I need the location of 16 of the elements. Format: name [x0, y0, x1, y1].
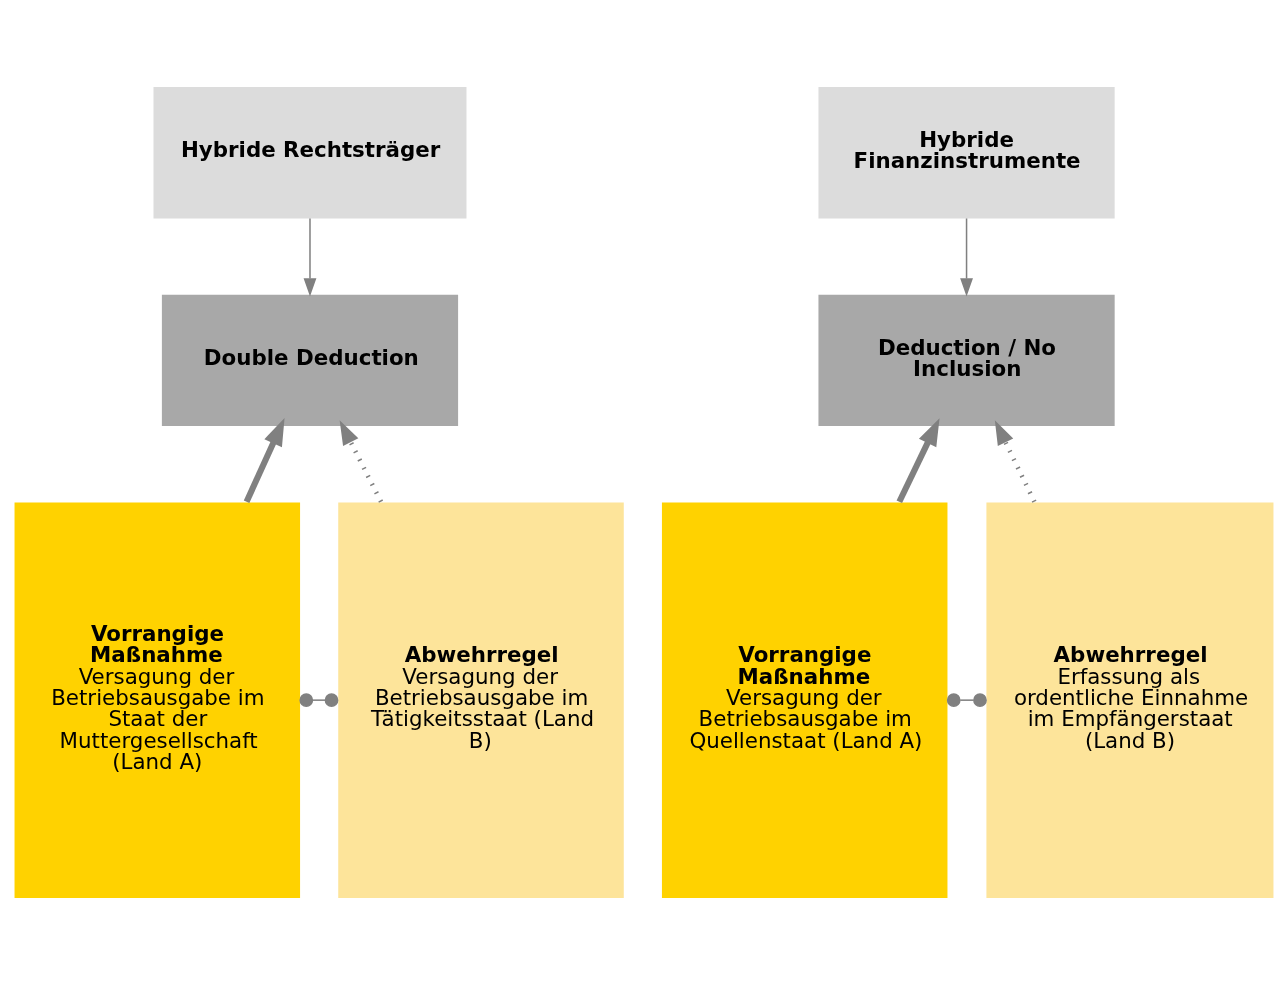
arrow: [994, 420, 1037, 503]
node-box: Hybride Rechtsträger: [153, 87, 467, 219]
connector: [946, 693, 987, 708]
arrow: [303, 217, 317, 297]
node-box: Vorrangige Maßnahme Versagung der Betriebsausgabe im Quellenstaat (Land A): [661, 502, 948, 898]
arrow: [243, 418, 285, 504]
node-box: Abwehrregel Erfassung als ordentliche Einnahme im Empfängerstaat (Land B): [986, 502, 1274, 898]
arrow: [339, 420, 384, 503]
node-box: Hybride Finanzinstrumente: [818, 87, 1115, 219]
node-box: Vorrangige Maßnahme Versagung der Betriebsausgabe im Staat der Muttergesellschaft (Land A): [14, 502, 301, 898]
node-box: Double Deduction: [161, 294, 459, 427]
node-box: Abwehrregel Versagung der Betriebsausgabe im Tätigkeitsstaat (Land B): [338, 502, 624, 898]
arrow: [896, 418, 940, 504]
node-box: Deduction / No Inclusion: [818, 294, 1115, 427]
arrow: [960, 217, 973, 297]
connector: [299, 693, 339, 708]
